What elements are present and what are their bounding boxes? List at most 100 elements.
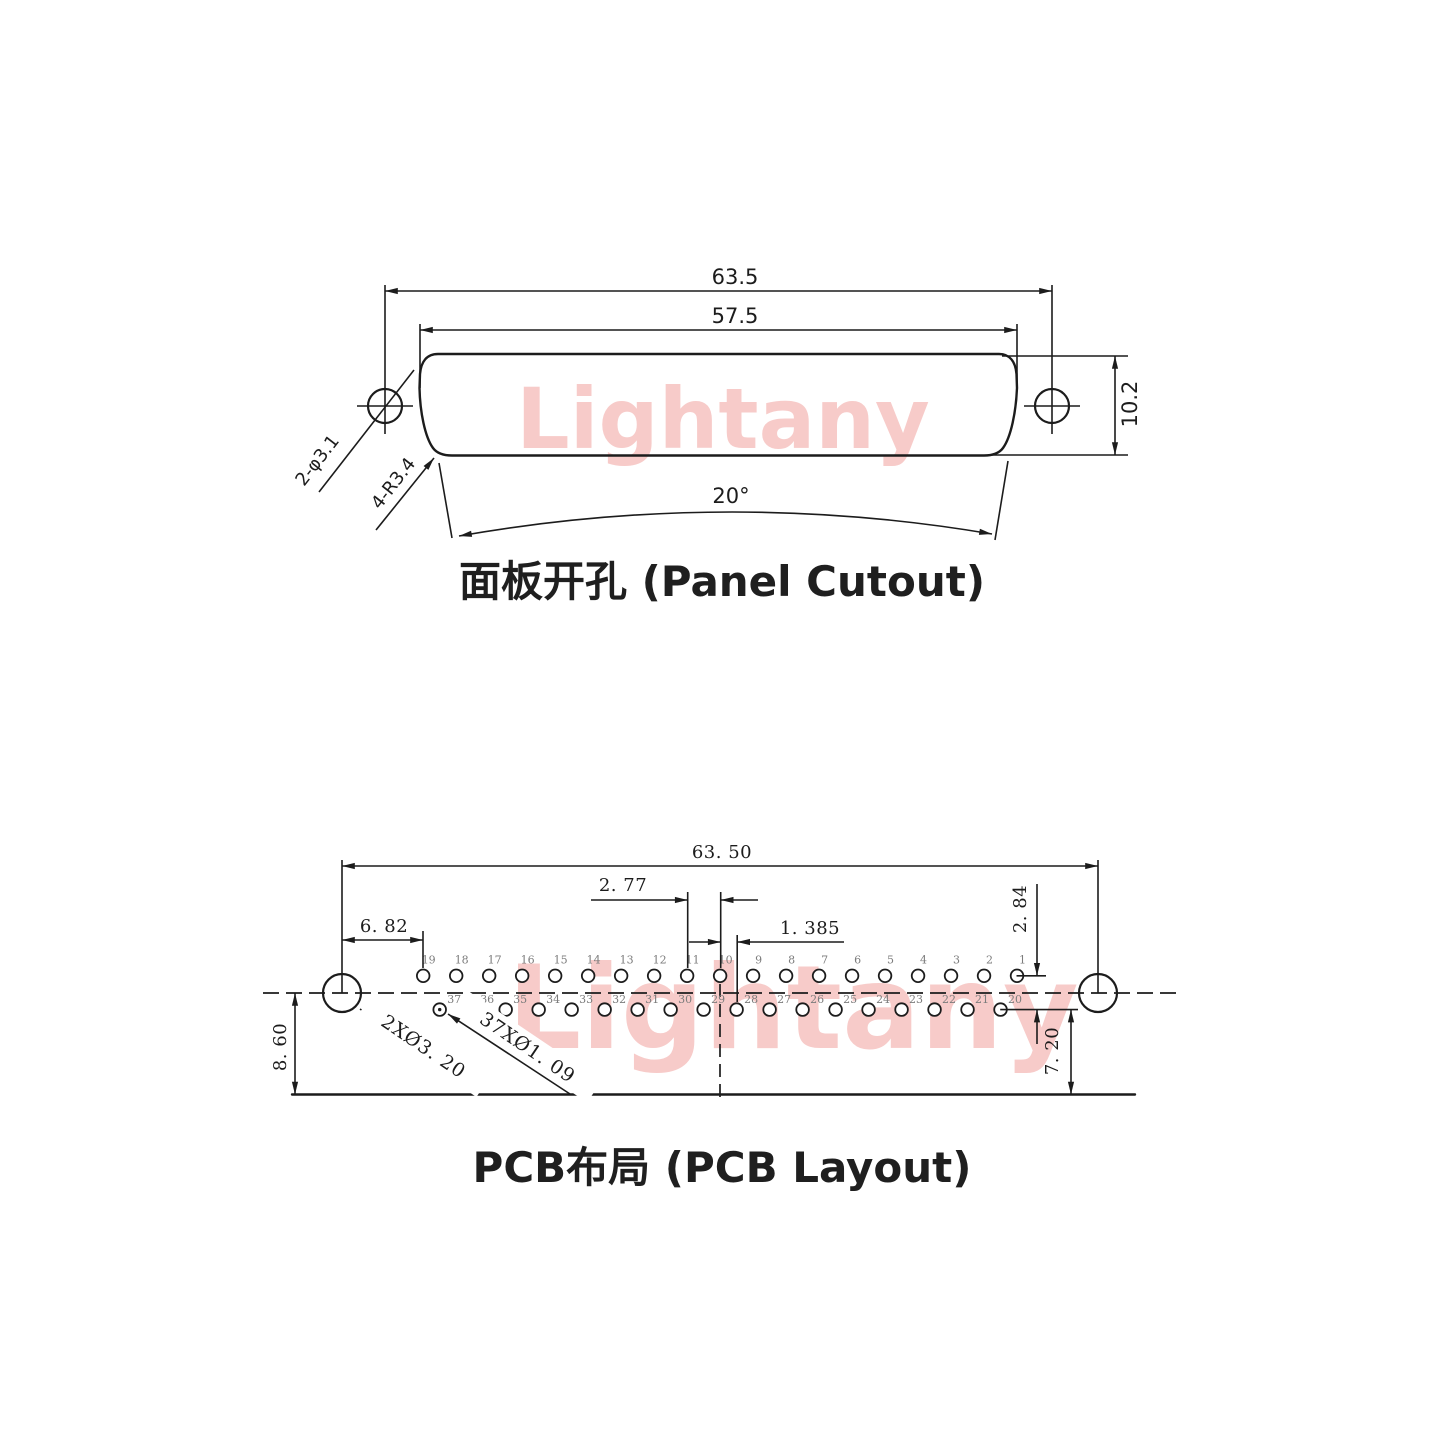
pin-hole (960, 1002, 975, 1017)
pin-number: 22 (942, 993, 956, 1006)
pin-number: 12 (653, 954, 667, 967)
pin-number: 7 (821, 954, 828, 967)
pin-hole (778, 968, 794, 984)
label-panel-corner-radius: 4-R3.4 (367, 454, 435, 531)
pin-hole (844, 968, 860, 984)
pin-number: 2 (986, 954, 993, 967)
pin-hole (448, 968, 464, 984)
dim-pcb-pin-pitch-label: 2. 77 (599, 875, 647, 896)
pin-hole (943, 968, 959, 984)
pin-hole (630, 1002, 645, 1017)
pin-number: 1 (1019, 954, 1026, 967)
pin-hole (498, 1002, 513, 1017)
pin-number: 29 (711, 993, 725, 1006)
pin-number: 26 (810, 993, 824, 1006)
pin-hole (696, 1002, 711, 1017)
pin-number: 28 (744, 993, 758, 1006)
pin-number: 37 (447, 993, 461, 1006)
pin-hole (481, 968, 497, 984)
pin-number: 24 (876, 993, 890, 1006)
pin-hole (927, 1002, 942, 1017)
pin-hole (416, 968, 431, 984)
pin-37-center-dot (438, 1007, 442, 1012)
pin-number: 13 (620, 954, 634, 967)
pin-hole (597, 1002, 612, 1017)
dim-pcb-row-spacing-label: 2. 84 (1010, 885, 1031, 933)
pin-number: 10 (719, 954, 733, 967)
dim-pcb-pin-row-to-edge: 7. 20 (1042, 1009, 1075, 1095)
dim-pcb-hole-center-to-edge-label: 8. 60 (270, 1023, 291, 1071)
pin-hole (811, 968, 827, 984)
pin-hole (976, 968, 992, 984)
dim-pcb-row-offset-label: 1. 385 (780, 918, 840, 939)
pin-hole (547, 968, 563, 984)
watermark-top: Lightany (516, 370, 930, 468)
pin-hole (877, 968, 893, 984)
pin-number: 30 (678, 993, 692, 1006)
pin-number: 31 (645, 993, 659, 1006)
pin-number: 17 (488, 954, 502, 967)
pin-number: 3 (953, 954, 960, 967)
pin-hole (762, 1002, 777, 1017)
label-pcb-mount-holes-text: 2XØ3. 20 (377, 1011, 470, 1084)
pin-number: 16 (521, 954, 535, 967)
pin-number: 25 (843, 993, 857, 1006)
pin-number: 33 (579, 993, 593, 1006)
pin-number: 19 (422, 954, 436, 967)
dim-panel-outer-width-label: 63.5 (712, 265, 759, 289)
pin-row-top: 19 18 17 16 15 14 13 12 11 10 9 8 7 6 5 4 3 2 1 (416, 954, 1026, 984)
dim-panel-outer-width: 63.5 (384, 265, 1053, 434)
pin-number: 6 (854, 954, 861, 967)
label-panel-corner-radius-text: 4-R3.4 (367, 454, 420, 513)
label-panel-mount-holes-text: 2-φ3.1 (291, 431, 344, 490)
pin-hole (828, 1002, 843, 1017)
dim-pcb-hole-center-to-edge: 8. 60 (270, 992, 299, 1095)
pin-number: 8 (788, 954, 795, 967)
dim-pcb-outer-width-label: 63. 50 (692, 842, 752, 863)
pin-number: 4 (920, 954, 927, 967)
pin-hole (646, 968, 662, 984)
pin-hole (613, 968, 629, 984)
dim-panel-side-angle: 20° (438, 460, 1009, 541)
pcb-layout-title: PCB布局 (PCB Layout) (473, 1143, 972, 1192)
pin-number: 23 (909, 993, 923, 1006)
dim-pcb-pin-row-to-edge-label: 7. 20 (1042, 1027, 1063, 1075)
pin-number: 5 (887, 954, 894, 967)
pin-number: 21 (975, 993, 989, 1006)
pin-number: 11 (686, 954, 700, 967)
dim-pcb-hole-to-pin19-label: 6. 82 (360, 916, 408, 937)
pin-number: 27 (777, 993, 791, 1006)
pin-hole (861, 1002, 876, 1017)
pin-number: 15 (554, 954, 568, 967)
pin-number: 20 (1008, 993, 1022, 1006)
dim-panel-side-angle-label: 20° (712, 484, 749, 508)
dim-pcb-row-offset: 1. 385 (689, 918, 844, 1002)
pin-hole (679, 968, 695, 984)
pin-hole (894, 1002, 909, 1017)
pin-number: 9 (755, 954, 762, 967)
pin-hole (729, 1002, 744, 1017)
pin-number: 34 (546, 993, 560, 1006)
pin-hole (745, 968, 761, 984)
dim-panel-cutout-width-label: 57.5 (712, 304, 759, 328)
pin-number: 18 (455, 954, 469, 967)
pin-hole (910, 968, 926, 984)
pin-number: 35 (513, 993, 527, 1006)
panel-cutout-title: 面板开孔 (Panel Cutout) (459, 557, 985, 606)
pin-hole (663, 1002, 678, 1017)
pin-hole (514, 968, 530, 984)
dim-pcb-outer-width: 63. 50 (341, 842, 1099, 993)
dim-pcb-row-spacing: 2. 84 (1000, 884, 1078, 1044)
dim-panel-cutout-height: 10.2 (988, 355, 1142, 456)
pin-hole (795, 1002, 810, 1017)
dim-pcb-hole-to-pin19: 6. 82 (341, 916, 424, 968)
dim-panel-cutout-width: 57.5 (419, 304, 1018, 388)
pin-hole (531, 1002, 546, 1017)
pin-number: 32 (612, 993, 626, 1006)
dim-pcb-pin-pitch: 2. 77 (591, 875, 758, 968)
dim-panel-cutout-height-label: 10.2 (1118, 381, 1142, 428)
pin-hole (580, 968, 596, 984)
pin-number: 14 (587, 954, 601, 967)
